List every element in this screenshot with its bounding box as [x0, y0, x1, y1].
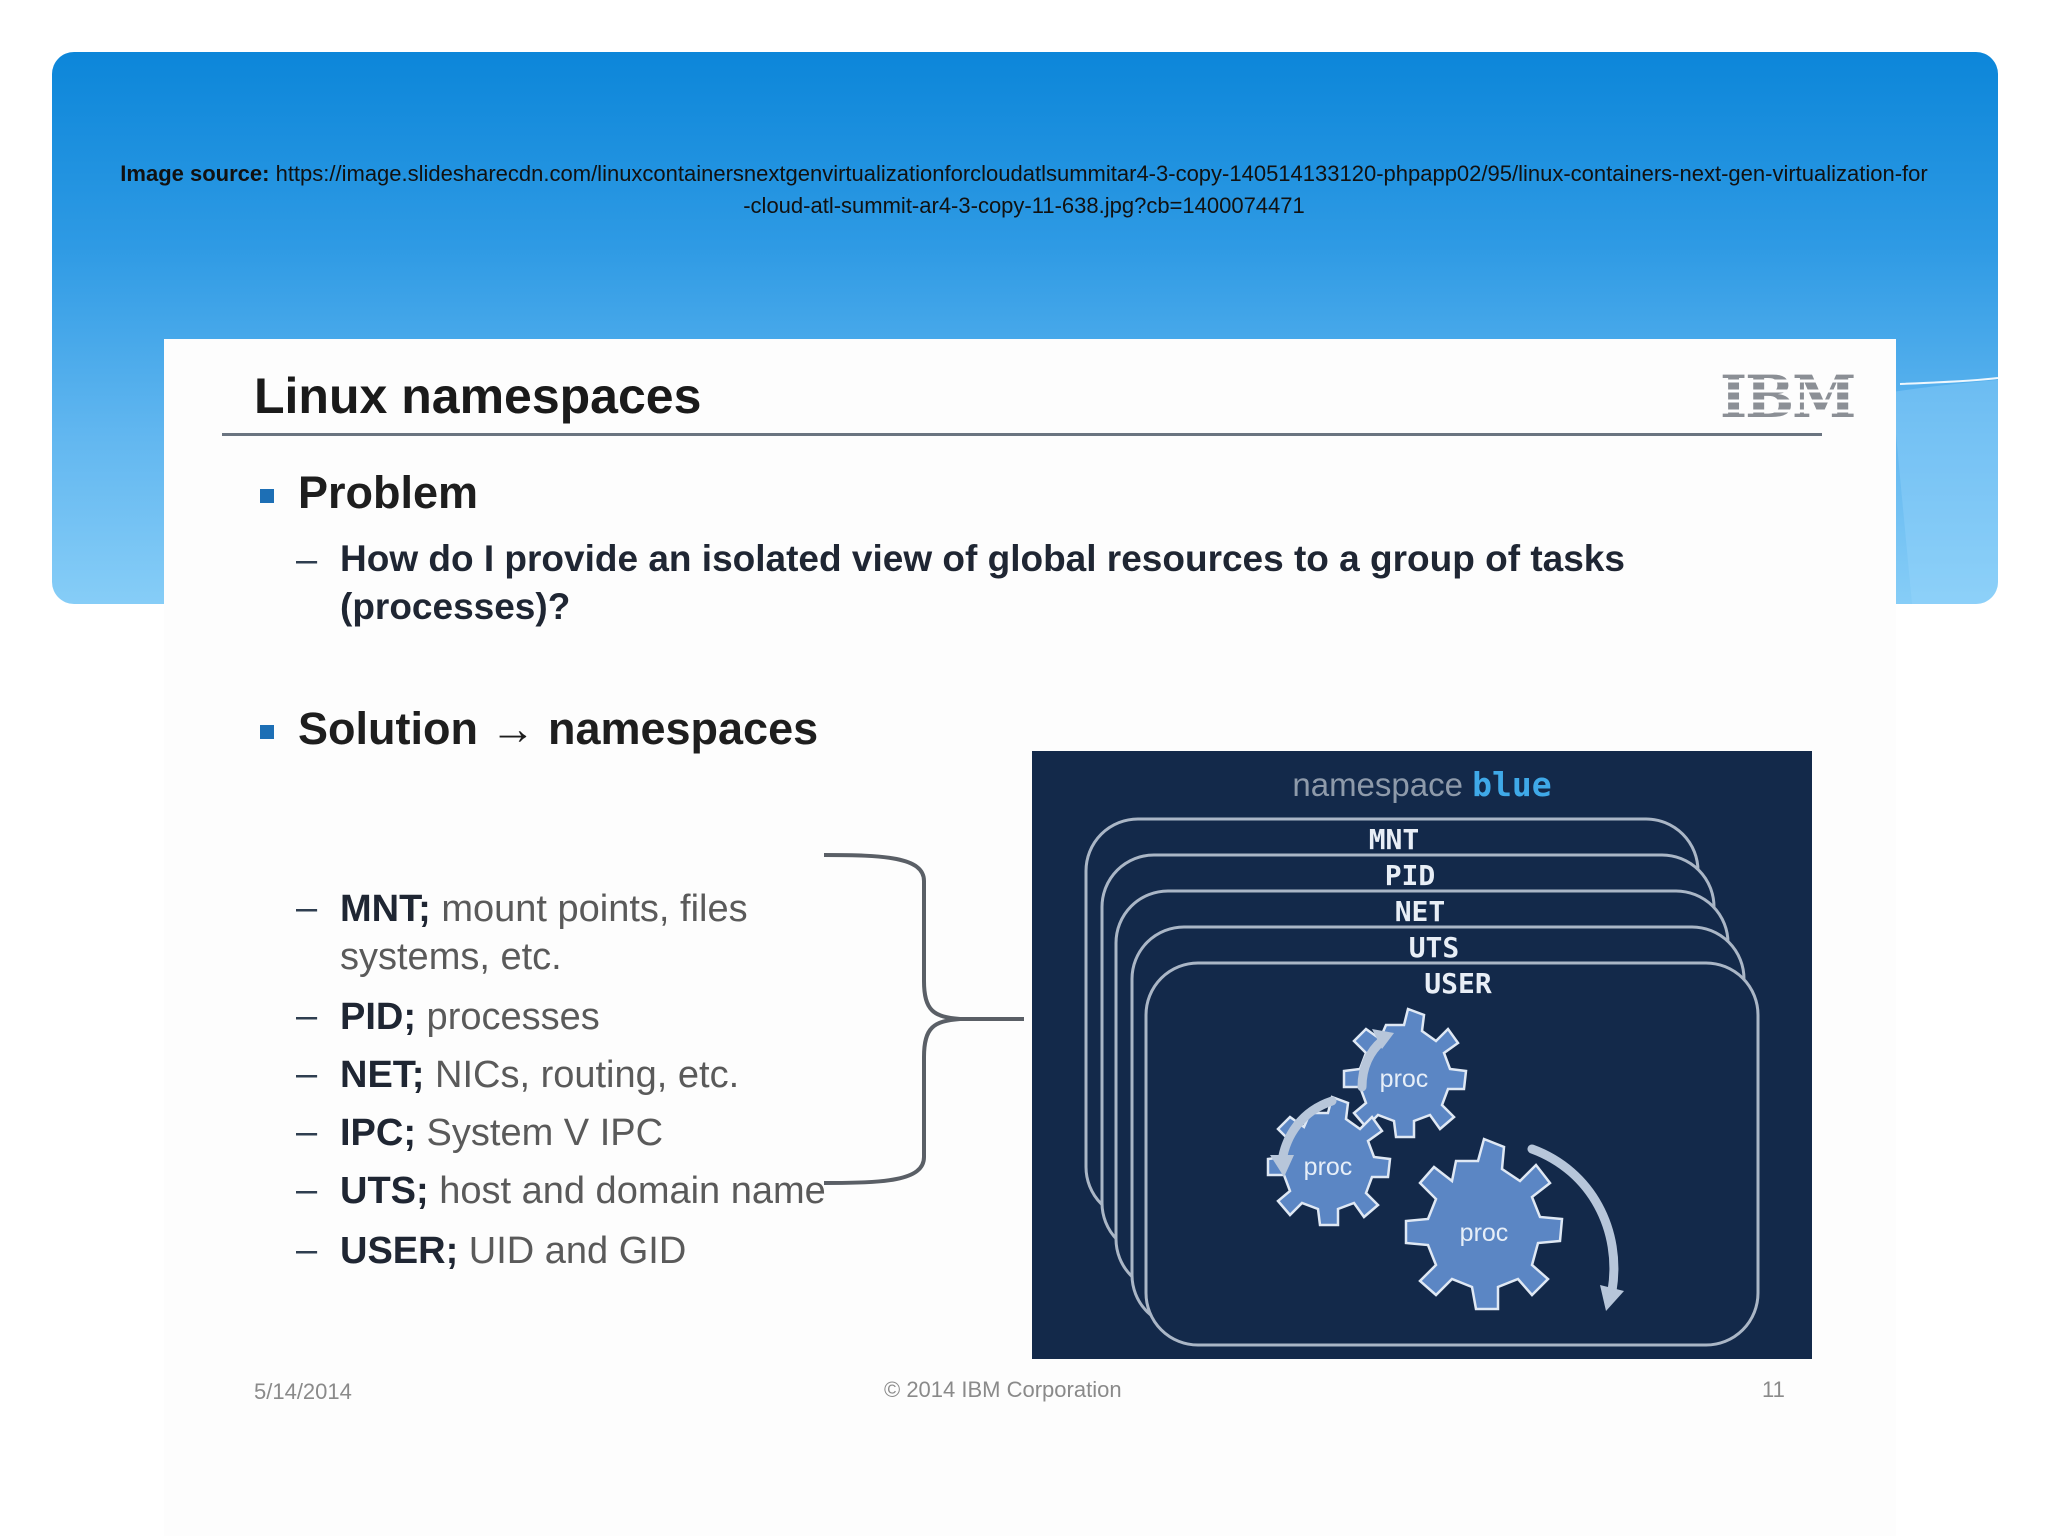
ibm-logo: IBM	[1720, 367, 1870, 423]
item-text: processes	[416, 996, 600, 1038]
item-mnt-continued: systems, etc.	[340, 936, 562, 978]
item-dash: –	[296, 995, 318, 1037]
item-text: NICs, routing, etc.	[424, 1054, 740, 1096]
item-dash: –	[296, 1053, 318, 1095]
item-text: UID and GID	[458, 1230, 687, 1272]
image-source-url: https://image.slidesharecdn.com/linuxcon…	[275, 161, 1928, 218]
arrow-heads	[1270, 1029, 1624, 1311]
namespace-title-highlight: blue	[1472, 765, 1552, 804]
item-mnt: MNT; mount points, files	[340, 885, 748, 933]
layer-label-mnt: MNT	[1368, 823, 1420, 856]
item-dash: –	[296, 1111, 318, 1153]
layer-label-pid: PID	[1384, 859, 1436, 892]
item-pid: PID; processes	[340, 993, 600, 1041]
problem-heading: Problem	[298, 467, 479, 518]
bullet-problem	[260, 489, 274, 503]
embedded-slide: Linux namespaces IBM Problem – How do I …	[164, 339, 1896, 1536]
arrow-up	[1357, 1036, 1387, 1092]
problem-dash: –	[296, 539, 318, 581]
item-dash: –	[296, 887, 318, 929]
curly-brace	[824, 853, 1024, 1185]
arrow-left	[1277, 1096, 1337, 1166]
item-ipc: IPC; System V IPC	[340, 1109, 663, 1157]
arrow-right	[1527, 1144, 1619, 1296]
layer-label-uts: UTS	[1408, 931, 1460, 964]
proc-label: proc	[1459, 1219, 1509, 1247]
image-source-label: Image source:	[120, 161, 270, 186]
problem-text-line2: (processes)?	[340, 586, 571, 627]
item-key: PID;	[340, 996, 416, 1038]
rotation-arrows	[1277, 1036, 1619, 1296]
ibm-logo-text: IBM	[1720, 367, 1854, 423]
bullet-solution	[260, 725, 274, 739]
item-uts: UTS; host and domain name	[340, 1167, 826, 1215]
namespace-layers	[1084, 817, 1760, 1347]
gear-icon	[1404, 1137, 1564, 1311]
namespace-title-prefix: namespace	[1292, 766, 1473, 803]
item-dash: –	[296, 1169, 318, 1211]
item-key: IPC;	[340, 1112, 416, 1154]
item-user: USER; UID and GID	[340, 1227, 686, 1275]
layer-label-user: USER	[1424, 967, 1492, 1000]
footer-copyright: © 2014 IBM Corporation	[884, 1377, 1122, 1402]
image-source-caption: Image source: https://image.slidesharecd…	[120, 158, 1928, 222]
item-text: host and domain name	[428, 1170, 826, 1212]
item-text: mount points, files	[430, 888, 748, 930]
footer-date: 5/14/2014	[254, 1379, 352, 1404]
layer-label-net: NET	[1394, 895, 1446, 928]
layer-frame-user	[1144, 961, 1760, 1347]
item-key: NET;	[340, 1054, 425, 1096]
item-dash: –	[296, 1229, 318, 1271]
title-divider	[222, 433, 1822, 436]
namespace-title: namespace blue	[1032, 765, 1812, 804]
swoosh-decoration	[1892, 377, 1998, 604]
item-key: USER;	[340, 1230, 459, 1272]
gear-icon	[1342, 1007, 1468, 1139]
problem-text-line1: How do I provide an isolated view of glo…	[340, 538, 1625, 579]
item-text: System V IPC	[416, 1112, 664, 1154]
footer-page-number: 11	[1762, 1377, 1785, 1402]
slide-title: Linux namespaces	[254, 368, 702, 424]
item-key: MNT;	[340, 888, 431, 930]
item-net: NET; NICs, routing, etc.	[340, 1051, 739, 1099]
proc-label: proc	[1379, 1065, 1429, 1093]
namespace-diagram: namespace blue	[1032, 751, 1812, 1359]
proc-label: proc	[1303, 1153, 1353, 1181]
solution-heading: Solution → namespaces	[298, 703, 819, 754]
item-key: UTS;	[340, 1170, 429, 1212]
